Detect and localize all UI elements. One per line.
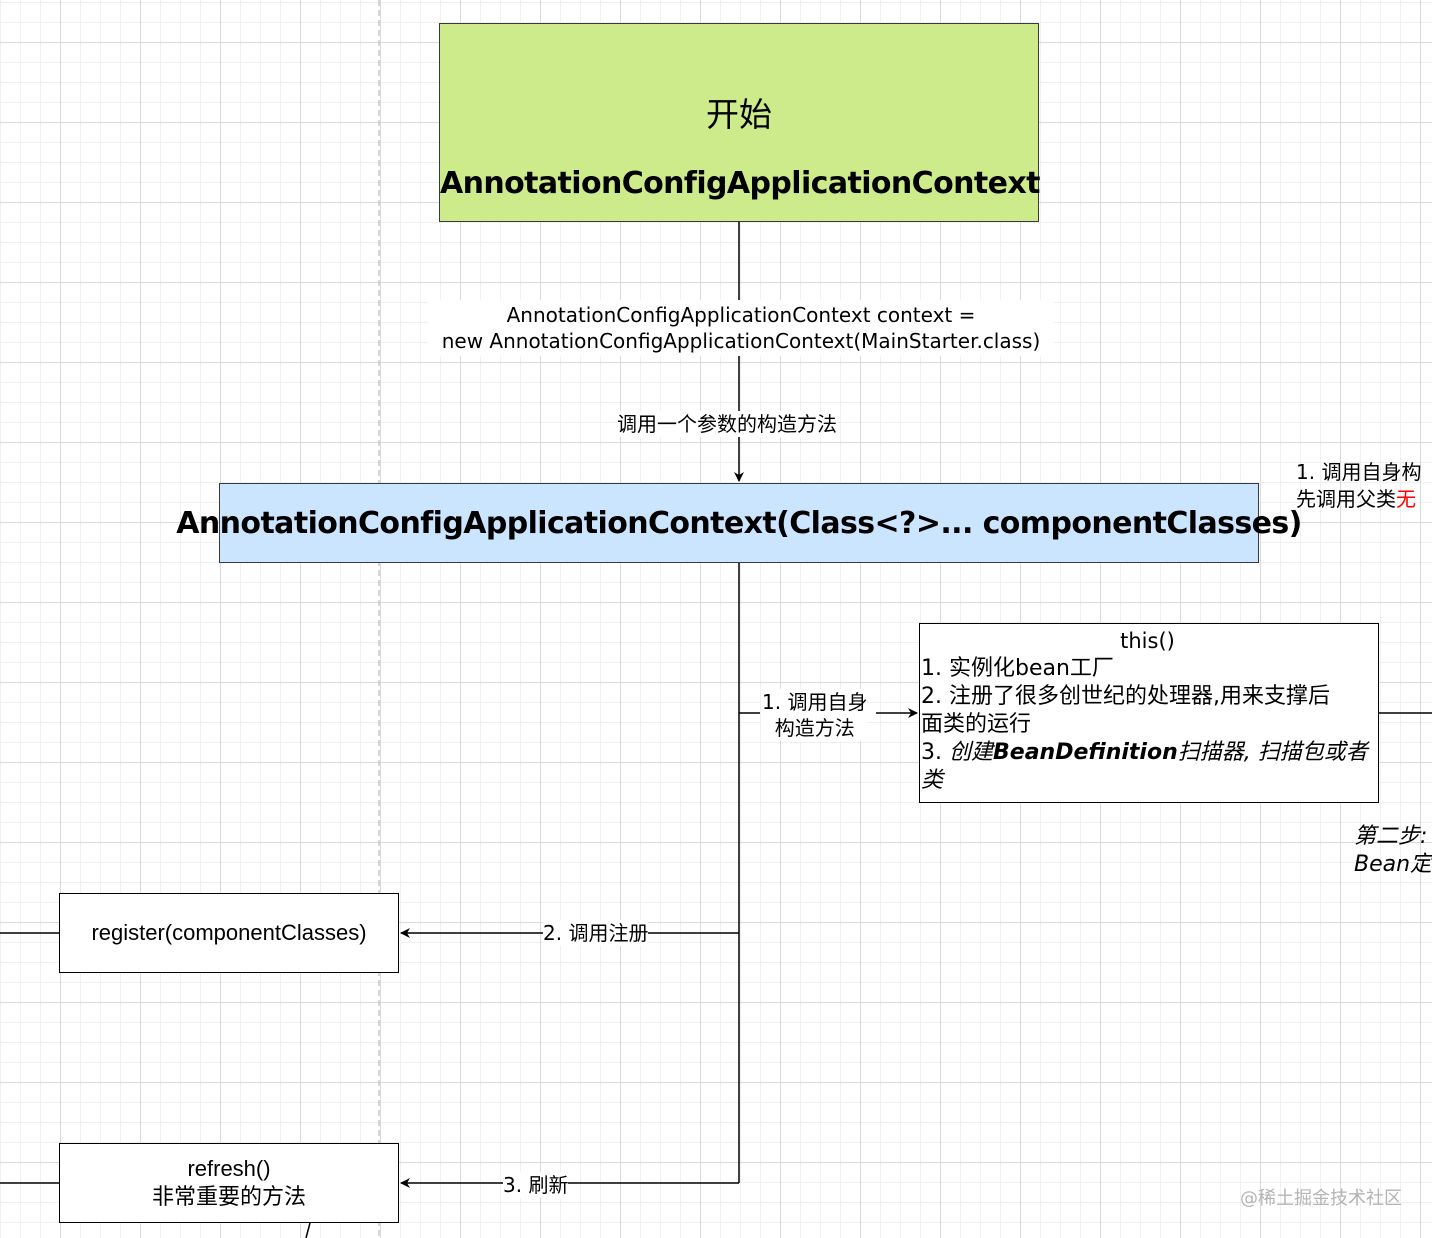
start-node-class-name: AnnotationConfigApplicationContext [440, 166, 1040, 201]
edge-ctor-label: 调用一个参数的构造方法 [617, 411, 837, 437]
right-note-line2-prefix: 先调用父类 [1296, 487, 1396, 511]
edge-this-label-line2: 构造方法 [774, 716, 855, 740]
this-node-line4-rest: 扫描器, 扫描包或者 [1177, 740, 1368, 765]
edge-refresh-down-stub [305, 1222, 311, 1238]
edge-new-label-line2: new AnnotationConfigApplicationContext(M… [441, 329, 1041, 353]
register-node[interactable]: register(componentClasses) [59, 893, 399, 973]
edge-this-label-line1: 1. 调用自身 [762, 690, 868, 714]
ctor-node[interactable]: AnnotationConfigApplicationContext(Class… [176, 483, 1302, 563]
edge-new-label-line1: AnnotationConfigApplicationContext conte… [506, 303, 976, 327]
right-note-line2-red: 无 [1396, 487, 1416, 511]
edge-this-label: 1. 调用自身 构造方法 [762, 689, 868, 741]
this-node-line2: 2. 注册了很多创世纪的处理器,用来支撑后 [921, 684, 1330, 709]
this-node-line4-prefix: 3. [921, 740, 949, 765]
right-note-line1: 1. 调用自身构 [1296, 460, 1422, 484]
right-note: 1. 调用自身构 先调用父类无 [1296, 459, 1421, 513]
start-node-title: 开始 [706, 95, 772, 134]
this-node-line5: 类 [921, 768, 944, 793]
step2-note: 第二步: Bean定 [1354, 823, 1432, 879]
this-node[interactable]: this() 1. 实例化bean工厂 2. 注册了很多创世纪的处理器,用来支撑… [919, 623, 1379, 803]
watermark: @稀土掘金技术社区 [1240, 1188, 1402, 1209]
refresh-node-line1: refresh() [187, 1156, 271, 1181]
this-node-line3: 面类的运行 [921, 712, 1032, 737]
refresh-node-line2: 非常重要的方法 [151, 1184, 306, 1209]
this-node-line4-italic: 创建 [948, 740, 993, 765]
this-node-line4: 3. 创建BeanDefinition扫描器, 扫描包或者 [921, 739, 1374, 767]
edge-register-label: 2. 调用注册 [543, 920, 649, 946]
edge-refresh-label: 3. 刷新 [503, 1172, 569, 1198]
this-node-line4-bold: BeanDefinition [993, 740, 1178, 765]
this-node-title: this() [1120, 629, 1175, 653]
start-node[interactable]: 开始 AnnotationConfigApplicationContext [439, 23, 1040, 222]
refresh-node[interactable]: refresh() 非常重要的方法 [59, 1143, 399, 1223]
step2-note-line1: 第二步: [1354, 824, 1428, 849]
step2-note-line2: Bean定 [1354, 852, 1432, 877]
edge-new-label: AnnotationConfigApplicationContext conte… [428, 300, 1054, 356]
right-note-line2: 先调用父类无 [1296, 486, 1421, 513]
this-node-line1: 1. 实例化bean工厂 [921, 656, 1114, 681]
